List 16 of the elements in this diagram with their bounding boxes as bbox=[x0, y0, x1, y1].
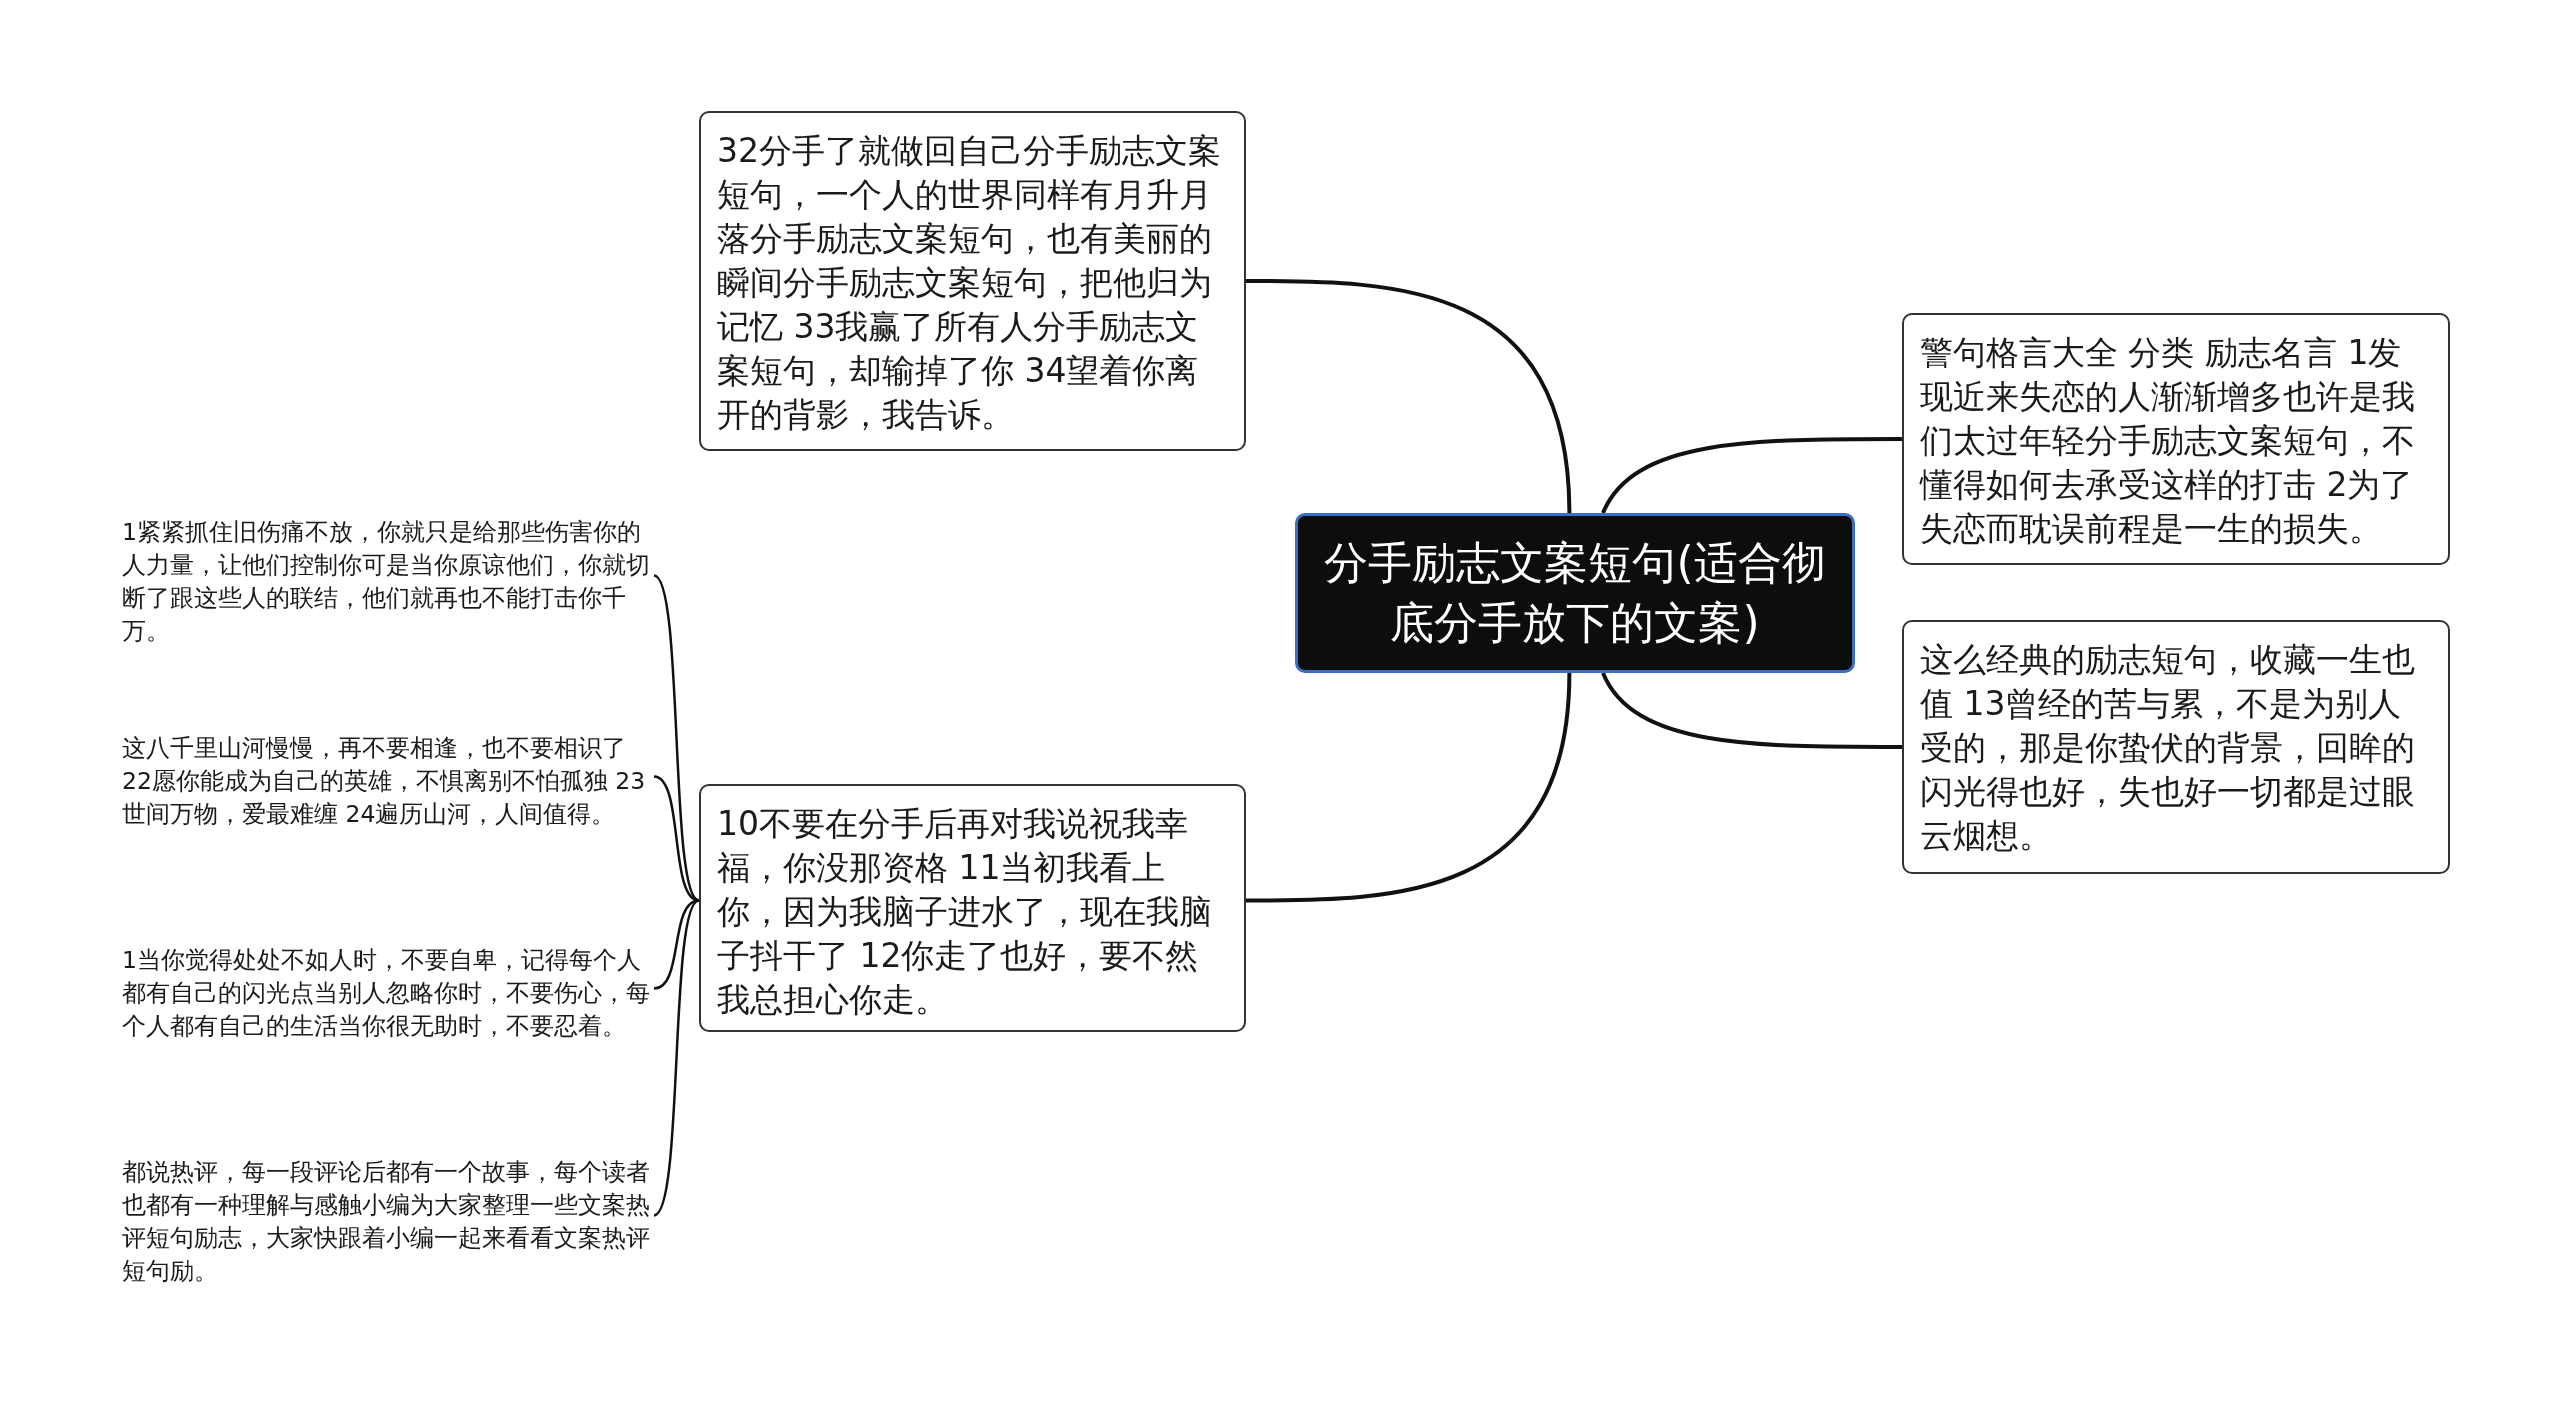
note-text: 这八千里山河慢慢，再不要相逢，也不要相识了 22愿你能成为自己的英雄，不惧离别不怕孤独 23世间万物，爱最难缠 24遍历山河，人间值得。 bbox=[122, 732, 652, 831]
note-text: 都说热评，每一段评论后都有一个故事，每个读者也都有一种理解与感触小编为大家整理一些文案热评短句励志，大家快跟着小编一起来看看文案热评短句励。 bbox=[122, 1156, 652, 1288]
branch-line bbox=[1246, 279, 1572, 514]
branch-line bbox=[1246, 672, 1572, 903]
branch-line bbox=[653, 899, 700, 1217]
note-text: 1紧紧抓住旧伤痛不放，你就只是给那些伤害你的人力量，让他们控制你可是当你原谅他们，你就切断了跟这些人的联结，他们就再也不能打击你千万。 bbox=[122, 516, 652, 648]
topic-box: 警句格言大全 分类 励志名言 1发现近来失恋的人渐渐增多也许是我们太过年轻分手励志文案短句，不懂得如何去承受这样的打击 2为了失恋而耽误前程是一生的损失。 bbox=[1902, 313, 2450, 565]
topic-box: 10不要在分手后再对我说祝我幸福，你没那资格 11当初我看上你，因为我脑子进水了，现在我脑子抖干了 12你走了也好，要不然我总担心你走。 bbox=[699, 784, 1246, 1032]
branch-line bbox=[1601, 672, 1902, 749]
branch-line bbox=[653, 899, 700, 990]
branch-line bbox=[653, 574, 700, 902]
central-topic-box: 分手励志文案短句(适合彻底分手放下的文案) bbox=[1295, 513, 1855, 673]
topic-box: 这么经典的励志短句，收藏一生也值 13曾经的苦与累，不是为别人受的，那是你蛰伏的背景，回眸的闪光得也好，失也好一切都是过眼云烟想。 bbox=[1902, 620, 2450, 874]
branch-line bbox=[1601, 437, 1902, 514]
topic-box: 32分手了就做回自己分手励志文案短句，一个人的世界同样有月升月落分手励志文案短句，也有美丽的瞬间分手励志文案短句，把他归为记忆 33我赢了所有人分手励志文案短句，却输掉了你 34望着你离开的背影，我告诉。 bbox=[699, 111, 1246, 451]
note-text: 1当你觉得处处不如人时，不要自卑，记得每个人都有自己的闪光点当别人忽略你时，不要伤心，每个人都有自己的生活当你很无助时，不要忍着。 bbox=[122, 944, 652, 1043]
